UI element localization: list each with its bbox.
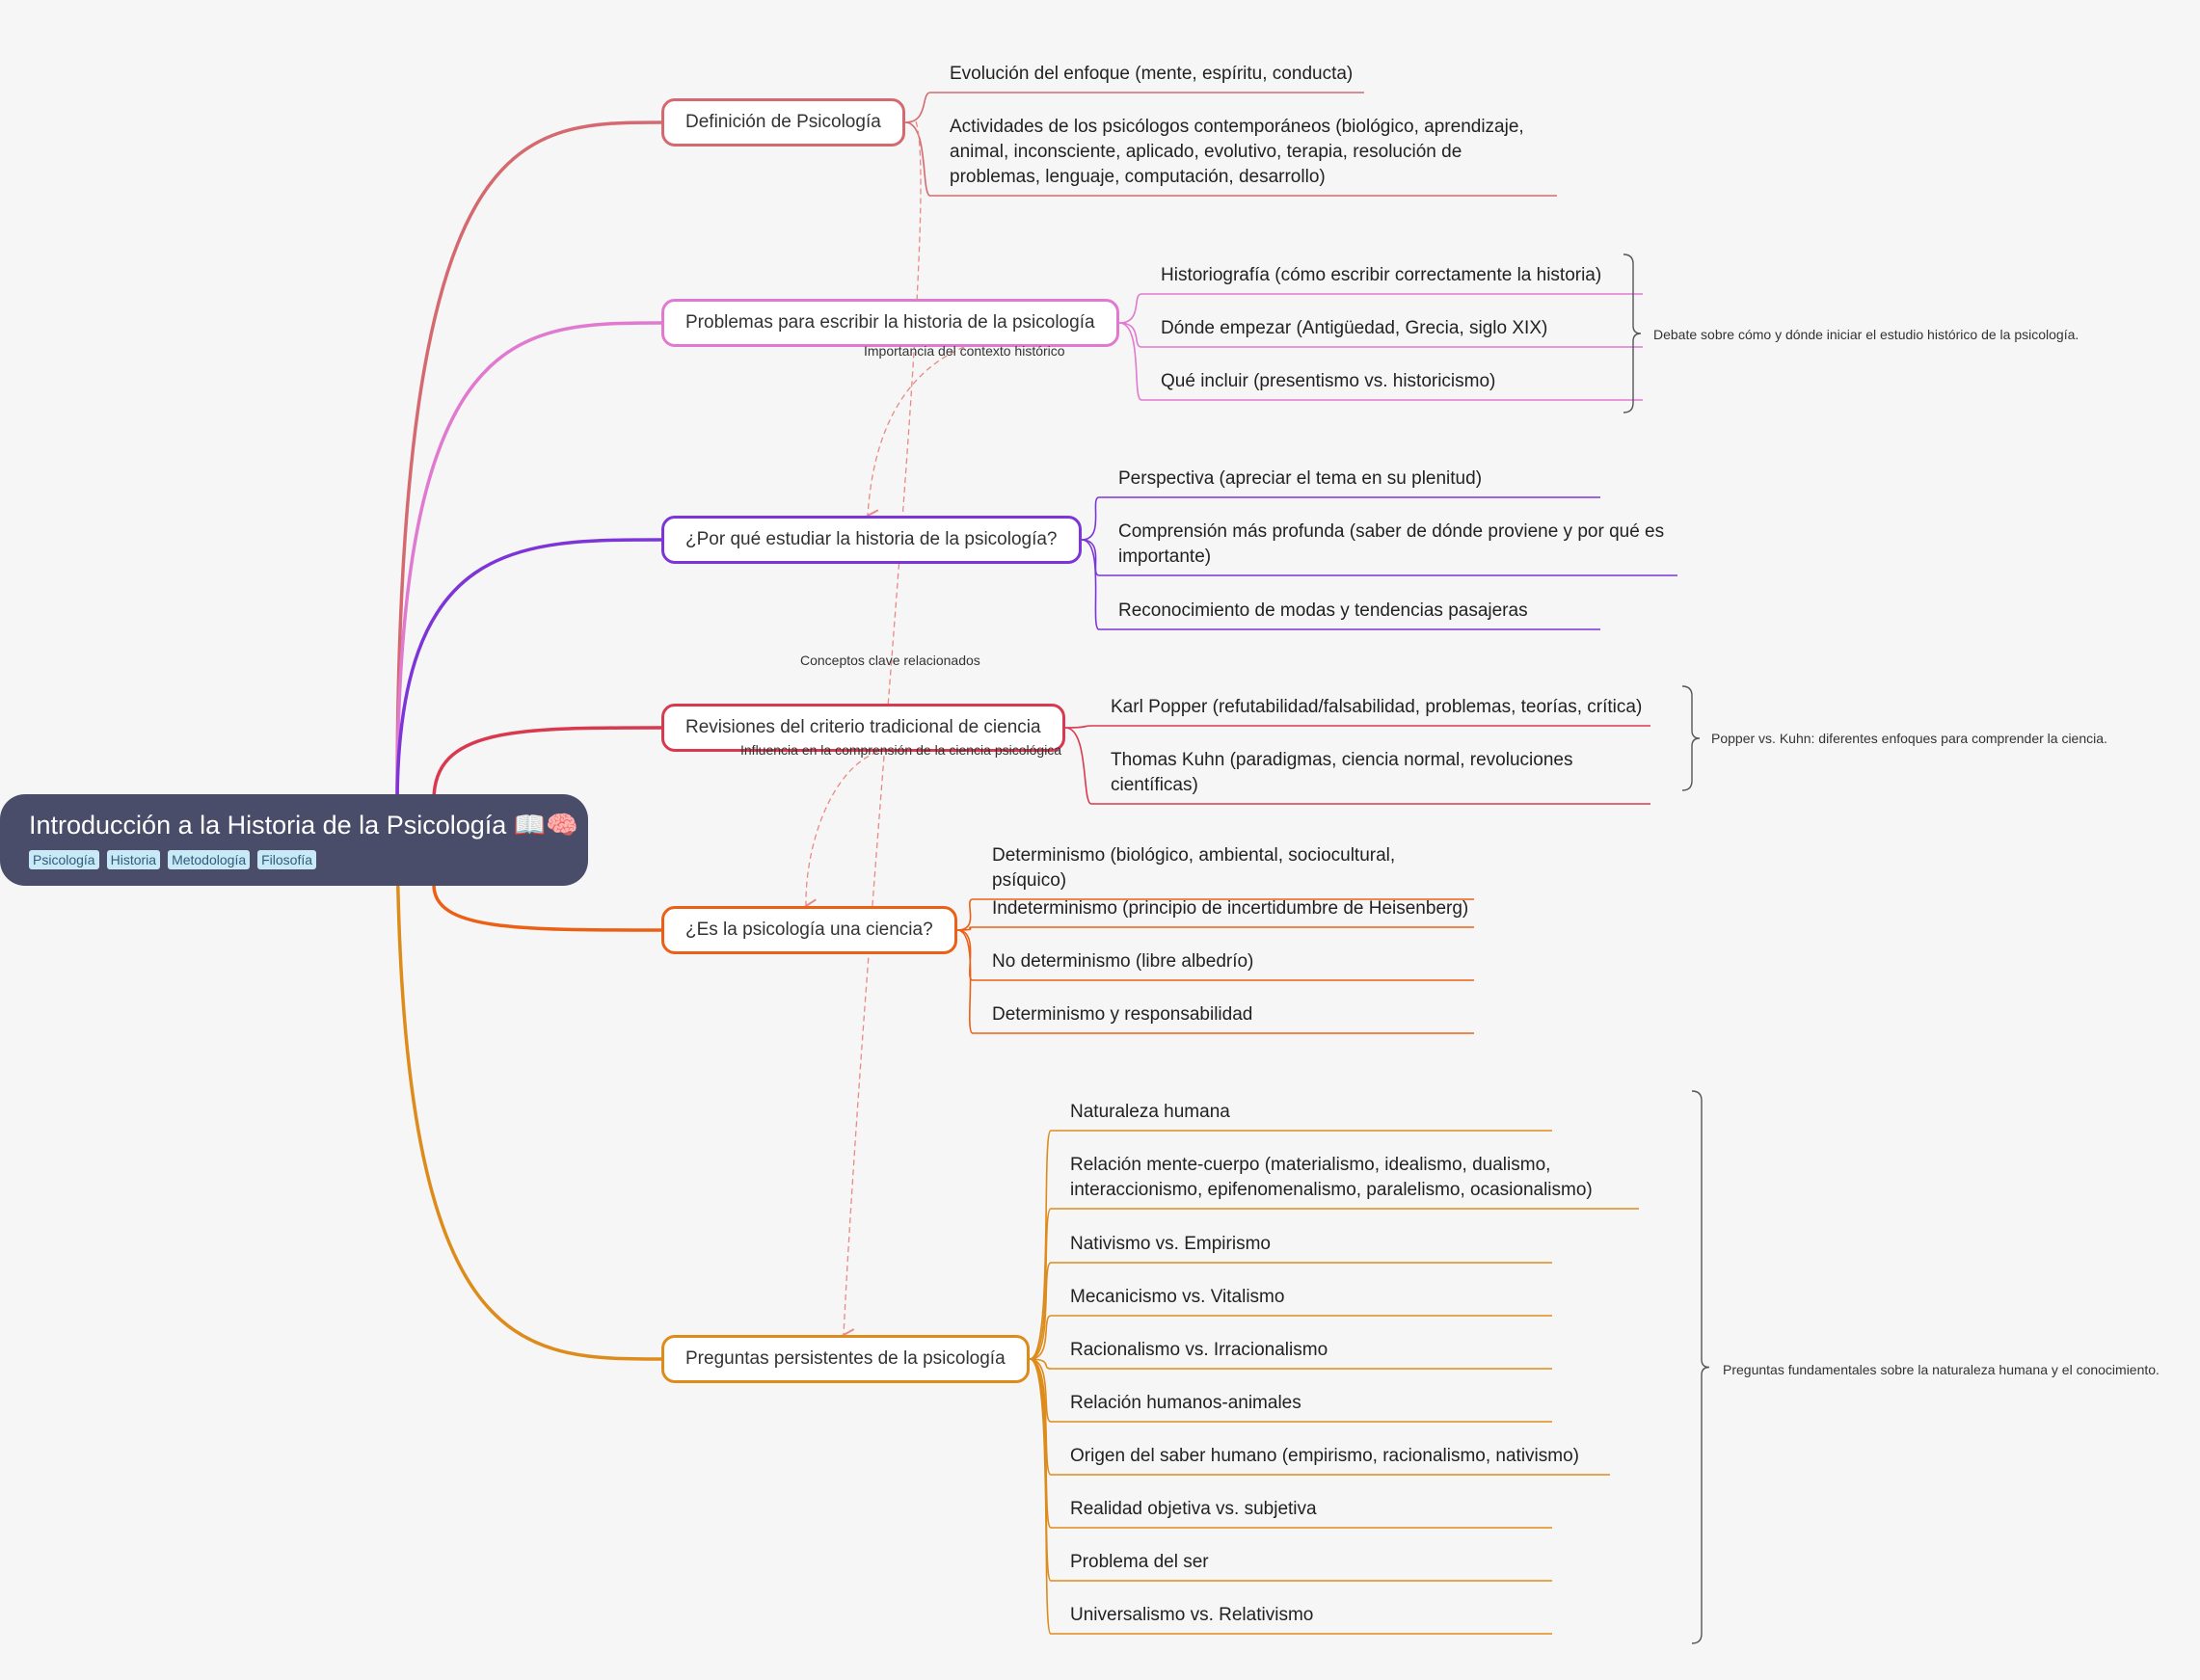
- leaf-no-determinismo[interactable]: No determinismo (libre albedrío): [992, 951, 1254, 972]
- leaf-naturaleza-humana[interactable]: Naturaleza humana: [1070, 1102, 1230, 1122]
- central-topic[interactable]: Introducción a la Historia de la Psicolo…: [0, 794, 588, 886]
- brace-preguntas: [1691, 1090, 1710, 1644]
- leaf-actividades-psicologos[interactable]: Actividades de los psicólogos contemporá…: [950, 117, 1524, 187]
- leaf-universalismo-relativismo[interactable]: Universalismo vs. Relativismo: [1070, 1605, 1314, 1625]
- crosslink-conceptos: [842, 120, 922, 1343]
- crosslink-label-conceptos: Conceptos clave relacionados: [800, 653, 980, 668]
- central-topic-title: Introducción a la Historia de la Psicolo…: [29, 811, 579, 840]
- branch-por-que-estudiar[interactable]: ¿Por qué estudiar la historia de la psic…: [661, 516, 1082, 564]
- leaf-determinismo[interactable]: Determinismo (biológico, ambiental, soci…: [992, 845, 1396, 891]
- tag-metodologia[interactable]: Metodología: [168, 850, 251, 869]
- branch-definicion[interactable]: Definición de Psicología: [661, 98, 905, 147]
- leaf-problema-ser[interactable]: Problema del ser: [1070, 1552, 1209, 1572]
- tag-filosofia[interactable]: Filosofía: [257, 850, 317, 869]
- leaf-connector-b6-1: [1029, 1130, 1552, 1360]
- tag-psicologia[interactable]: Psicología: [29, 850, 99, 869]
- leaf-modas-tendencias[interactable]: Reconocimiento de modas y tendencias pas…: [1118, 600, 1528, 621]
- leaf-humanos-animales[interactable]: Relación humanos-animales: [1070, 1393, 1301, 1413]
- branch-problemas-historia[interactable]: Problemas para escribir la historia de l…: [661, 299, 1119, 347]
- tag-historia[interactable]: Historia: [106, 850, 161, 869]
- leaf-connector-b5-4: [956, 929, 1474, 1034]
- leaf-connector-b3-3: [1081, 539, 1600, 630]
- leaf-nativismo-empirismo[interactable]: Nativismo vs. Empirismo: [1070, 1234, 1271, 1254]
- leaf-connector-b3-2: [1081, 539, 1677, 576]
- leaf-mente-cuerpo[interactable]: Relación mente-cuerpo (materialismo, ide…: [1070, 1155, 1593, 1200]
- brace-problemas: [1623, 253, 1642, 413]
- leaf-que-incluir[interactable]: Qué incluir (presentismo vs. historicism…: [1161, 371, 1496, 391]
- branch-es-ciencia[interactable]: ¿Es la psicología una ciencia?: [661, 906, 957, 954]
- branch-preguntas-persistentes[interactable]: Preguntas persistentes de la psicología: [661, 1335, 1030, 1383]
- branch-revisiones-ciencia[interactable]: Revisiones del criterio tradicional de c…: [661, 704, 1065, 752]
- leaf-connector-b6-10: [1029, 1358, 1552, 1635]
- leaf-realidad-objetiva[interactable]: Realidad objetiva vs. subjetiva: [1070, 1499, 1317, 1519]
- leaf-connector-b6-3: [1029, 1262, 1552, 1360]
- leaf-connector-b6-4: [1029, 1315, 1552, 1360]
- leaf-indeterminismo[interactable]: Indeterminismo (principio de incertidumb…: [992, 898, 1469, 919]
- root-connector-b1: [395, 120, 662, 801]
- leaf-connector-b3-1: [1081, 496, 1600, 541]
- summary-popper-kuhn: Popper vs. Kuhn: diferentes enfoques par…: [1711, 731, 2107, 746]
- leaf-origen-saber[interactable]: Origen del saber humano (empirismo, raci…: [1070, 1446, 1579, 1466]
- root-connector-b6: [395, 813, 662, 1361]
- crosslink-contexto: [866, 346, 965, 523]
- crosslink-label-contexto: Importancia del contexto histórico: [864, 343, 1065, 359]
- leaf-perspectiva[interactable]: Perspectiva (apreciar el tema en su plen…: [1118, 468, 1483, 489]
- leaf-connector-b4-1: [1064, 725, 1650, 729]
- leaf-connector-b2-2: [1118, 322, 1643, 348]
- leaf-connector-b2-1: [1118, 293, 1643, 324]
- leaf-comprension-profunda[interactable]: Comprensión más profunda (saber de dónde…: [1118, 521, 1665, 567]
- leaf-historiografia[interactable]: Historiografía (cómo escribir correctame…: [1161, 265, 1602, 285]
- summary-preguntas-fundamentales: Preguntas fundamentales sobre la natural…: [1723, 1362, 2160, 1377]
- leaf-donde-empezar[interactable]: Dónde empezar (Antigüedad, Grecia, siglo…: [1161, 318, 1548, 338]
- leaf-connector-b1-1: [904, 92, 1364, 123]
- topic-tags: Psicología Historia Metodología Filosofí…: [29, 850, 559, 869]
- brace-popper-kuhn: [1681, 685, 1701, 791]
- leaf-connector-b6-2: [1029, 1208, 1639, 1360]
- leaf-racionalismo-irracionalismo[interactable]: Racionalismo vs. Irracionalismo: [1070, 1340, 1328, 1360]
- root-connector-b2: [395, 321, 662, 804]
- leaf-connector-b5-1: [956, 898, 1474, 931]
- crosslink-influencia: [804, 751, 878, 914]
- leaf-connector-b4-2: [1064, 727, 1650, 805]
- leaf-thomas-kuhn[interactable]: Thomas Kuhn (paradigmas, ciencia normal,…: [1111, 750, 1573, 795]
- leaf-mecanicismo-vitalismo[interactable]: Mecanicismo vs. Vitalismo: [1070, 1287, 1285, 1307]
- root-connector-b5: [432, 884, 662, 932]
- summary-problemas-historia: Debate sobre cómo y dónde iniciar el est…: [1653, 327, 2079, 342]
- leaf-karl-popper[interactable]: Karl Popper (refutabilidad/falsabilidad,…: [1111, 697, 1643, 717]
- leaf-connector-b1-2: [904, 121, 1557, 197]
- leaf-connector-b6-6: [1029, 1358, 1552, 1423]
- root-connector-b4: [432, 726, 662, 801]
- leaf-evolucion-enfoque[interactable]: Evolución del enfoque (mente, espíritu, …: [950, 64, 1354, 84]
- root-connector-b3: [395, 538, 662, 807]
- leaf-connector-b5-2: [956, 926, 1474, 931]
- crosslink-label-influencia: Influencia en la comprensión de la cienc…: [740, 742, 1062, 758]
- leaf-determinismo-responsabilidad[interactable]: Determinismo y responsabilidad: [992, 1004, 1253, 1025]
- leaf-connector-b2-3: [1118, 322, 1643, 401]
- leaf-connector-b6-5: [1029, 1358, 1552, 1370]
- leaf-connector-b6-7: [1029, 1358, 1610, 1476]
